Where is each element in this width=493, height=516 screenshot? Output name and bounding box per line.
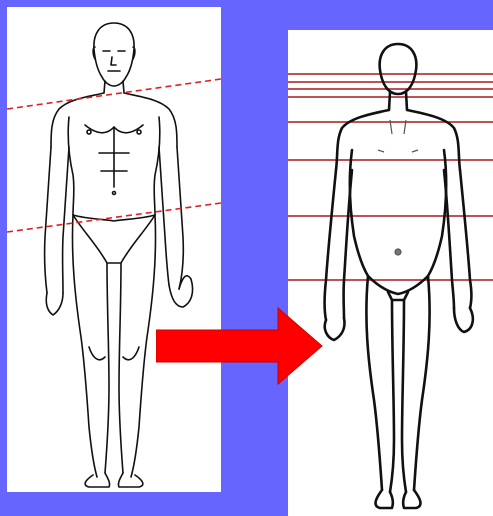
right-figure-panel [288, 30, 493, 516]
right-body-drawing [288, 30, 493, 516]
dashed-guide-line-lower [7, 203, 221, 232]
right-body-details [378, 120, 418, 255]
right-body-outline [325, 44, 473, 508]
left-figure-panel [7, 7, 221, 492]
left-body-drawing [7, 7, 221, 492]
right-arrow-icon [156, 306, 326, 386]
dashed-guide-line-upper [7, 79, 221, 109]
